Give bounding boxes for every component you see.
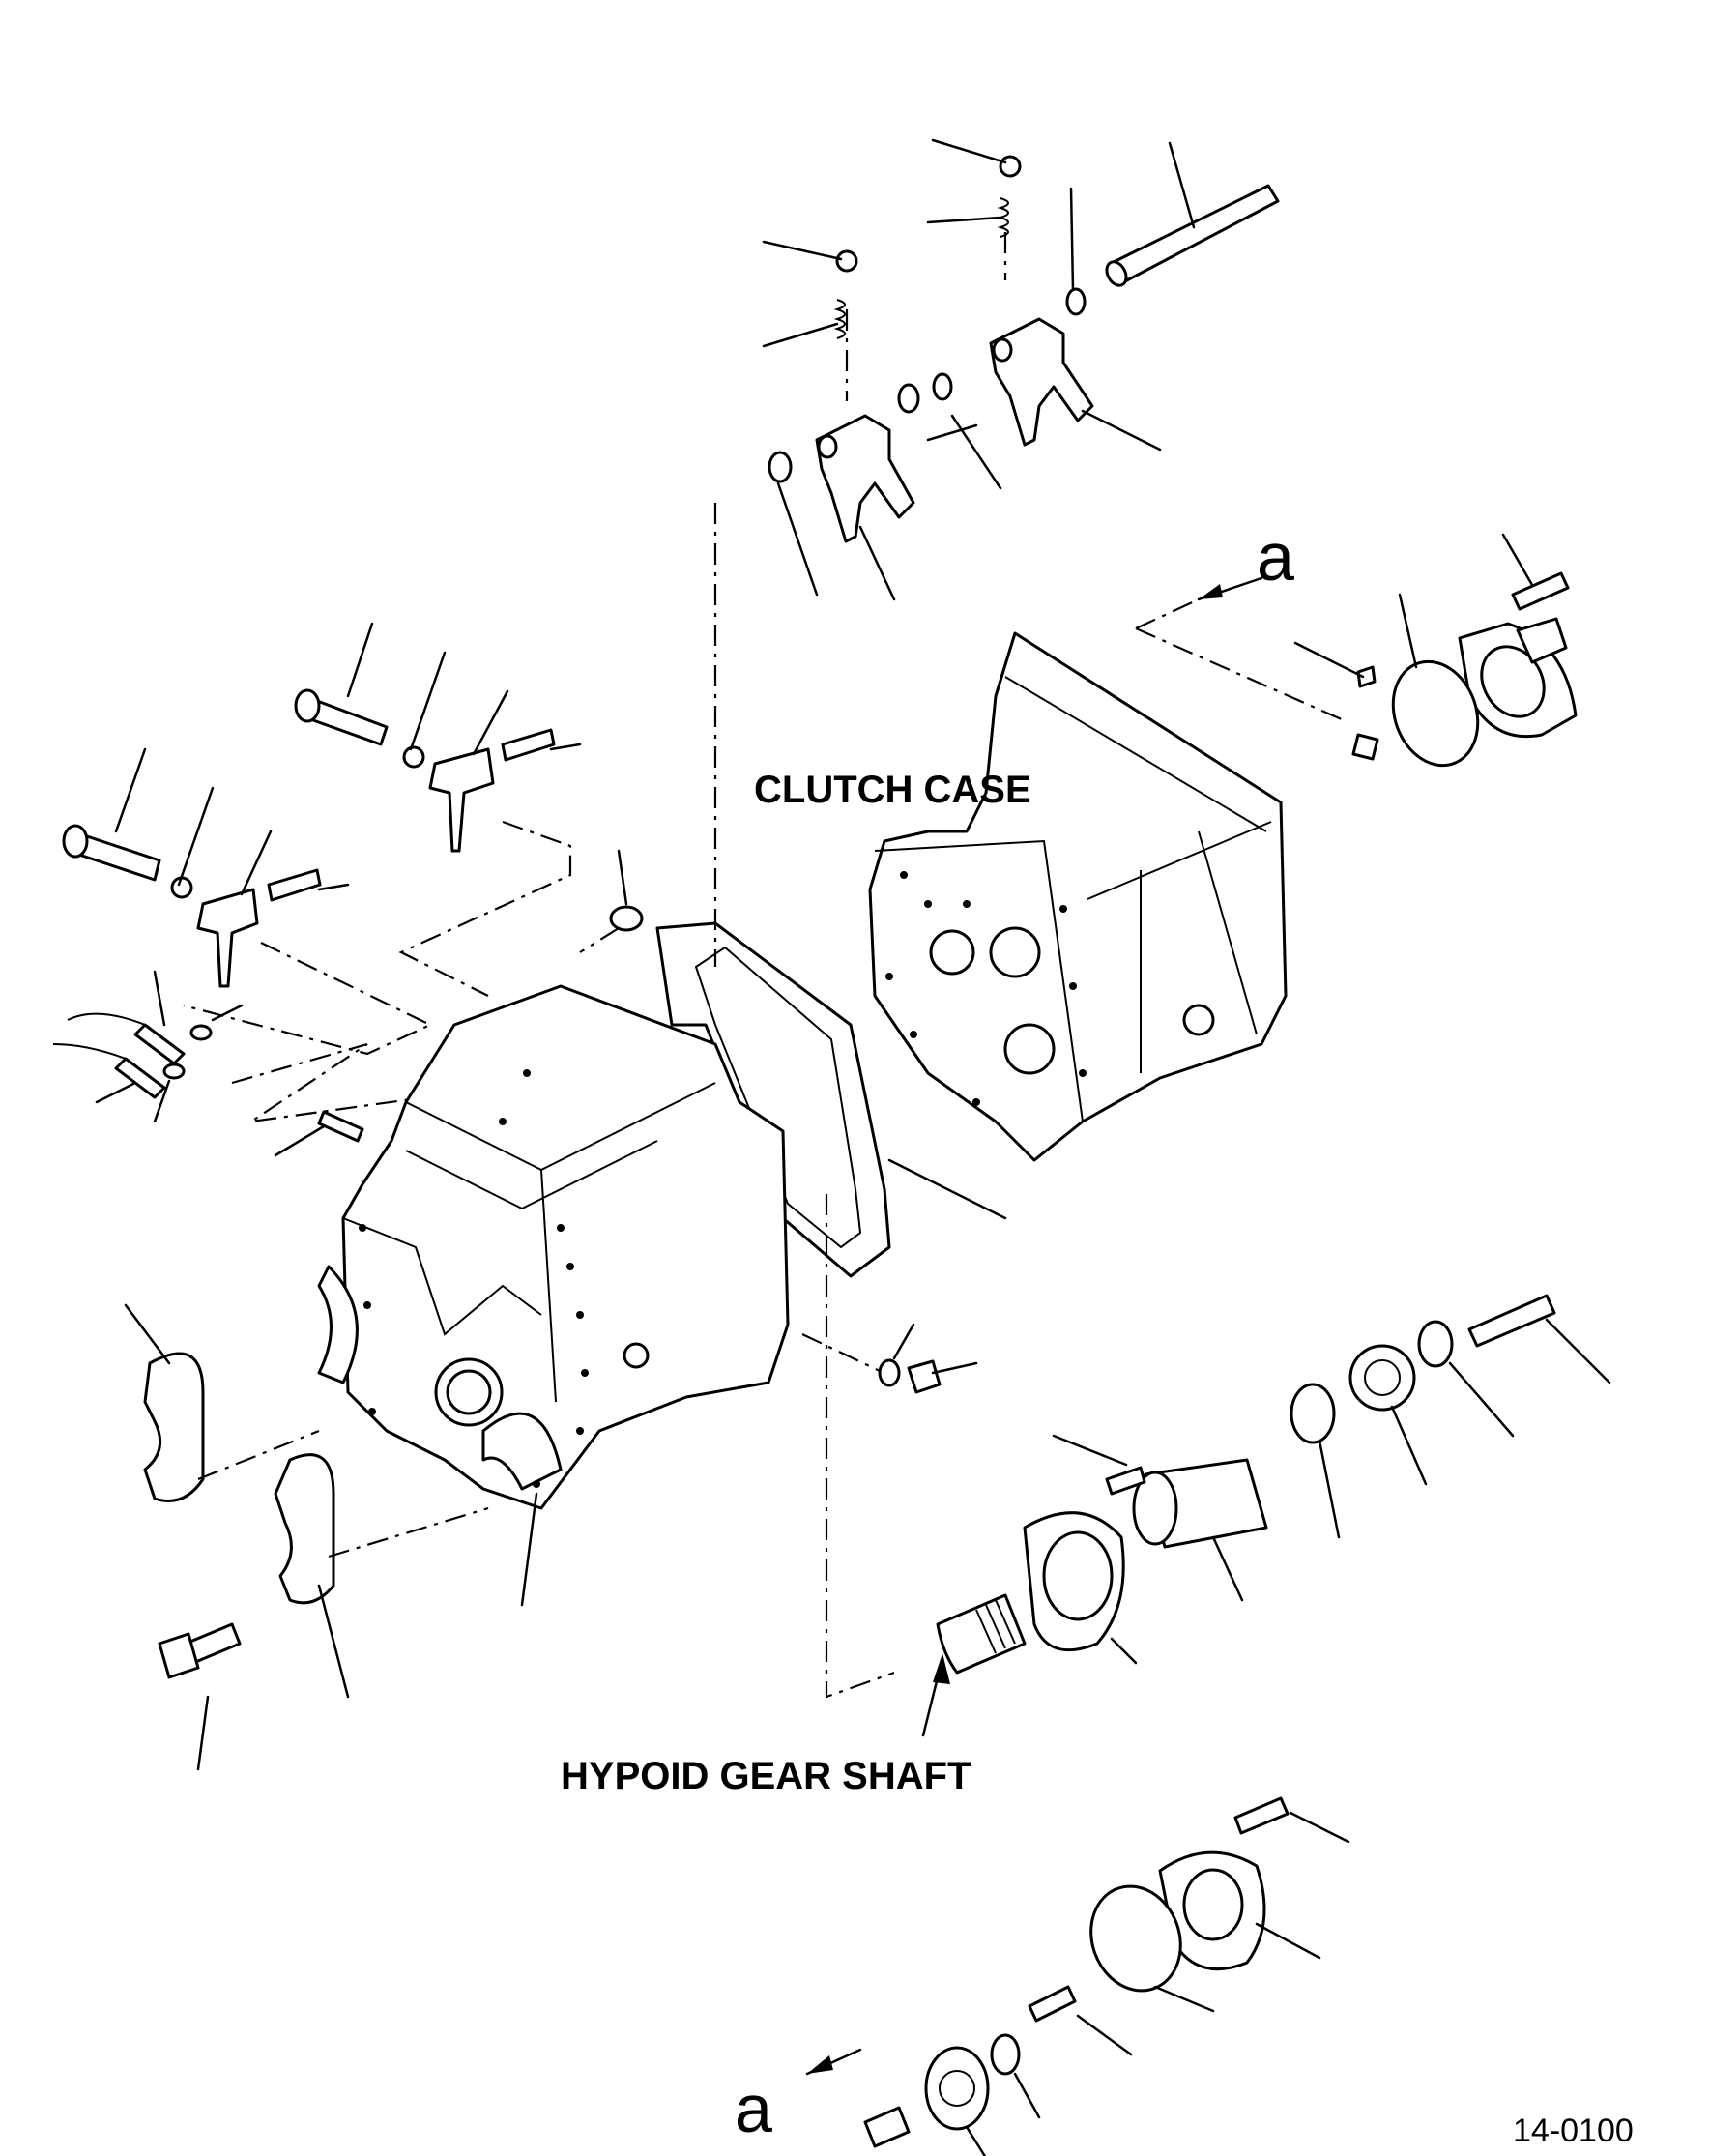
retainer-bolt [1105, 1466, 1146, 1496]
o-ring-bottom [1089, 1884, 1182, 1993]
clutch-case [868, 631, 1288, 1162]
reference-mark-bottom: a [735, 2071, 772, 2146]
detent-ball-lower [835, 249, 858, 273]
reference-mark-top: a [1257, 519, 1294, 595]
clutch-case-label: CLUTCH CASE [754, 769, 1031, 811]
ball-bearing [1348, 1344, 1416, 1412]
cover-bolt [1511, 571, 1570, 611]
o-ring-right [1391, 659, 1480, 768]
shaft-bolt [1467, 1294, 1556, 1348]
shift-lever-parts [52, 622, 582, 1157]
bearing-caps [124, 1303, 489, 1771]
snap-ring-3 [932, 372, 953, 401]
shift-fork-assembly [762, 138, 1280, 601]
transmission-case [317, 984, 790, 1607]
bottom-cover-bolt [1233, 1796, 1290, 1835]
bearing-cap-upper [143, 1352, 205, 1502]
right-bearing-cover [1293, 533, 1578, 768]
washer [1417, 1320, 1454, 1368]
dowel-pin [1356, 665, 1377, 688]
case-gasket [655, 921, 891, 1278]
case-bolt-left [317, 1110, 364, 1143]
hypoid-gear-shaft-label: HYPOID GEAR SHAFT [561, 1755, 971, 1797]
gasket-and-seal [579, 503, 1007, 1278]
hypoid-gear-shaft-parts [825, 1194, 1611, 2156]
bearing-cap-lower [274, 1453, 335, 1605]
thrust-washer [1290, 1383, 1336, 1444]
shift-lever-upper [428, 747, 495, 853]
bottom-bearing [924, 2046, 990, 2131]
reference-arrow-top [1135, 576, 1345, 722]
lever-bolt-lower [267, 868, 322, 902]
neutral-switch-upper [133, 1023, 186, 1065]
shift-rod [1110, 184, 1280, 284]
oil-seal [609, 905, 644, 932]
detent-spring-lower [833, 299, 846, 339]
snap-ring-2 [897, 383, 920, 414]
detent-ball-upper [999, 155, 1022, 178]
neutral-switch-lower [114, 1057, 166, 1099]
nut-lower [170, 876, 193, 899]
lever-bolt-upper [501, 728, 556, 762]
bottom-screw [1028, 1985, 1077, 2023]
bottom-pin [863, 2106, 911, 2148]
shift-lever-lower [196, 888, 259, 988]
reference-arrow-bottom [805, 2048, 862, 2076]
snap-ring-1 [1065, 287, 1087, 316]
nut-upper [402, 745, 425, 769]
shift-fork-lower [815, 414, 915, 543]
bottom-washer [990, 2033, 1021, 2076]
drawing-number: 14-0100 [1513, 2112, 1634, 2149]
drain-plug [801, 1323, 978, 1394]
snap-ring-4 [768, 451, 793, 483]
shift-fork-upper [989, 317, 1094, 447]
